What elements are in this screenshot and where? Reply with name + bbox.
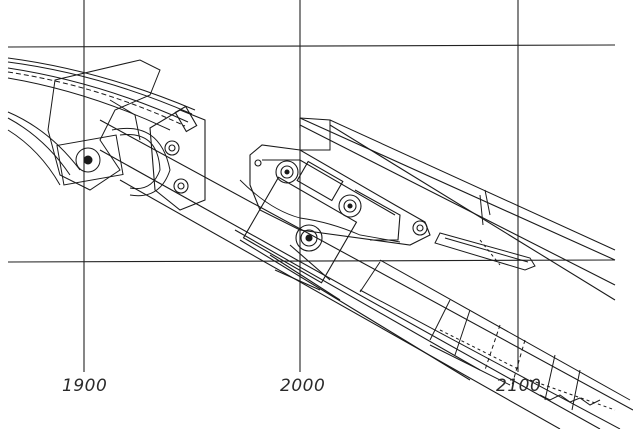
linkage-wire [239, 179, 401, 243]
grid-horizontal-mid [7, 259, 616, 263]
station-label-2100: 2100 [496, 376, 542, 396]
curved-frame-lines [7, 57, 196, 186]
track-segments [359, 259, 631, 429]
bracket-plate [149, 105, 206, 211]
reference-grid [7, 0, 616, 372]
lower-roller [242, 176, 358, 301]
grid-horizontal-top [7, 44, 616, 48]
station-label-2000: 2000 [280, 376, 326, 396]
upper-rail [299, 117, 616, 251]
main-beam [99, 117, 633, 429]
mechanism-plate [249, 144, 431, 246]
station-label-1900: 1900 [62, 376, 108, 396]
damper-rod [434, 232, 536, 271]
left-hub-assembly [47, 59, 171, 197]
